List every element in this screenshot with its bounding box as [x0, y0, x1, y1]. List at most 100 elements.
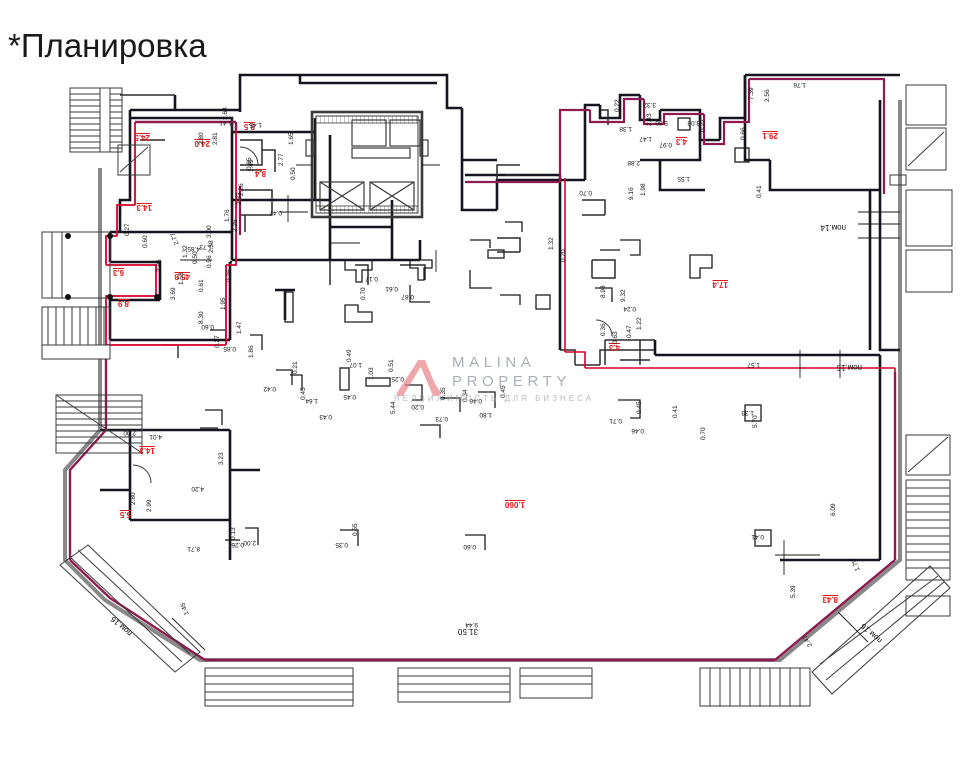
dimension-label: 1.57: [747, 361, 760, 368]
area-marker: 4.3: [675, 137, 687, 146]
area-marker: 17.4: [712, 280, 728, 289]
dimension-label: 0.36: [600, 323, 607, 336]
dimension-label: 2.88: [627, 159, 640, 166]
dimension-label: 0.42: [263, 385, 276, 392]
dimension-label: 2.80: [130, 492, 137, 505]
dimension-label: 0.41: [751, 533, 764, 540]
area-marker: 8.43: [822, 595, 838, 604]
shaft-top-right: [889, 84, 953, 293]
dimension-label: 2.99: [146, 499, 153, 512]
dimension-ticks: [171, 195, 900, 651]
dimension-label: 1.98: [640, 183, 647, 196]
dimension-label: 5.44: [390, 401, 397, 414]
dimension-label: 0.96: [206, 255, 213, 268]
dimension-label: 1.55: [677, 175, 690, 182]
area-marker: 29.1: [762, 131, 778, 140]
dimension-label: 2.26: [232, 219, 239, 232]
dimension-overall-width: 31.50: [457, 627, 478, 636]
dimension-label: 3.86: [156, 259, 163, 272]
dimension-label: 0.70: [360, 287, 367, 300]
lease-boundary-magenta: [68, 120, 897, 662]
dimension-label: 2.43: [646, 113, 653, 126]
exit-bottom-right-diagonal: [811, 565, 951, 695]
dimension-label: 0.85: [223, 345, 236, 352]
dimension-label: 1.95: [220, 297, 227, 310]
dimension-label: 7.39: [748, 87, 755, 100]
primary-walls: [100, 73, 900, 562]
elevator-cabin: [319, 181, 415, 211]
dimension-label: 4.01: [149, 433, 162, 440]
area-marker: 24.5: [134, 133, 150, 142]
dimension-label: 0.41: [756, 185, 763, 198]
dimension-label: 0.71: [609, 417, 622, 424]
dimension-label: 0.50: [192, 251, 199, 264]
dimension-label: 1.86: [248, 345, 255, 358]
stair-bottom-left-exit: [59, 544, 201, 673]
dimension-label: 0.27: [214, 335, 221, 348]
plan-geometry: [41, 73, 953, 707]
dimension-label: 0.61: [385, 285, 398, 292]
dimension-label: 1.47: [639, 135, 652, 142]
dimension-label: 0.17: [365, 275, 378, 282]
dimension-label: 1.64: [305, 397, 318, 404]
area-marker: 8.9: [117, 299, 129, 308]
elevator-core: [296, 110, 440, 219]
dimension-label: 3.32: [643, 101, 656, 108]
area-marker: 14.3: [139, 446, 155, 455]
stair-bottom-center: [204, 667, 593, 707]
dimension-label: 5.70: [752, 415, 759, 428]
dimension-label: 9.44: [465, 621, 478, 628]
dimension-label: 1.53: [178, 272, 185, 285]
dimension-label: 0.47: [269, 209, 282, 216]
dimension-label: 6.09: [830, 503, 837, 516]
door-swings: [132, 146, 613, 484]
dimension-label: 2.00: [243, 539, 256, 546]
page-title: *Планировка: [8, 27, 207, 64]
dimension-label: 0.45: [500, 385, 507, 398]
dimension-label: 0.20: [560, 249, 567, 262]
dimension-label: 1.73: [199, 243, 212, 250]
dimension-label: 4.20: [191, 485, 204, 492]
stair-middle-left: [41, 231, 111, 360]
dimension-label: 3.69: [170, 287, 177, 300]
dimension-label: 0.87: [401, 293, 414, 300]
dimension-label: 1.03: [368, 367, 375, 380]
dimension-label: 1.76: [224, 209, 231, 222]
dimension-label: 1.32: [548, 237, 555, 250]
dimension-label: 0.21: [292, 361, 299, 374]
dimension-label: 0.22: [700, 119, 707, 132]
dimension-label: 1.41: [219, 119, 232, 126]
dimension-label: 0.60: [142, 235, 149, 248]
dimension-label: 3.00: [206, 225, 213, 238]
interior-column-shapes: [140, 117, 772, 550]
stair-right-vertical: [905, 434, 951, 617]
dimension-label: 0.45: [636, 401, 643, 414]
dimension-label: 0.61: [198, 279, 205, 292]
dimension-label: 0.26: [231, 541, 244, 548]
dimension-label: 0.20: [411, 403, 424, 410]
dimension-label: 2.80: [198, 132, 205, 145]
dimension-label: 0.97: [659, 141, 672, 148]
dimension-label: 1.38: [619, 125, 632, 132]
stair-top-left: [69, 87, 151, 176]
dimension-label: 0.36: [226, 269, 233, 282]
structural-walls: [63, 100, 902, 662]
area-marker: 4.3: [608, 343, 620, 352]
dimension-label: 1.45: [249, 121, 262, 128]
dimension-label: 2.77: [278, 153, 285, 166]
area-marker: 1.060: [504, 500, 525, 509]
area-marker: 8.4: [254, 169, 266, 178]
dimension-label: 0.60: [201, 323, 214, 330]
area-marker: 6.3: [112, 268, 124, 277]
dimension-label: 3.03: [687, 119, 700, 126]
dimension-label: 0.46: [469, 397, 482, 404]
dimension-label: 8.98: [600, 285, 607, 298]
dimension-label: 2.37: [236, 192, 243, 205]
dimension-label: 3.23: [218, 452, 225, 465]
dimension-label: 1.76: [793, 81, 806, 88]
dimension-label: 2.56: [764, 89, 771, 102]
area-marker: 5.5: [119, 510, 131, 519]
dimension-label: 0.45: [343, 393, 356, 400]
dimension-label: 8.71: [187, 545, 200, 552]
